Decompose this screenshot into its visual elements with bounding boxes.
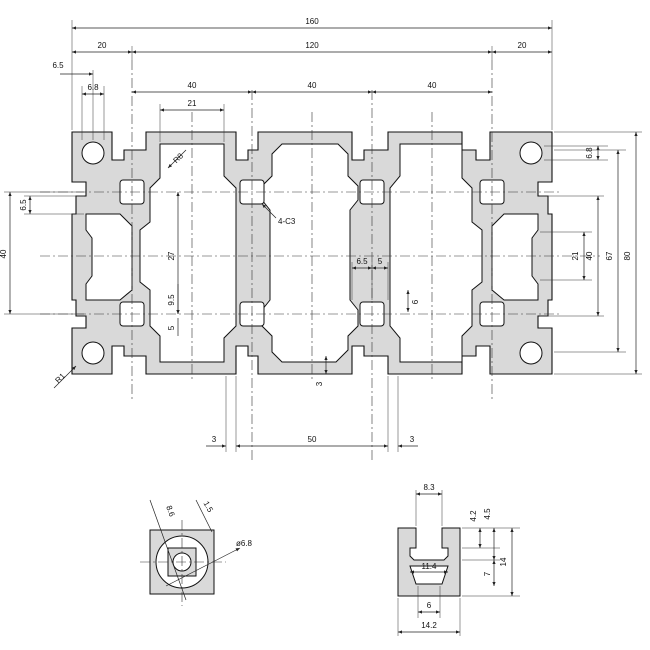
dim-radius-r1: R1 — [53, 371, 67, 385]
dim-right-67: 67 — [605, 251, 614, 260]
dim-bottom-3-left: 3 — [212, 435, 217, 444]
dim-pitch-1: 40 — [188, 81, 197, 90]
dim-slot-4-5: 4.5 — [483, 508, 492, 520]
dim-core-6-8: ø6.8 — [236, 539, 253, 548]
main-profile — [40, 60, 600, 460]
dim-slot-4-2: 4.2 — [469, 510, 478, 522]
dim-center-5: 5 — [167, 325, 176, 330]
dim-side-right: 20 — [518, 41, 527, 50]
hole-bottom-right — [519, 341, 543, 365]
dim-center-9-5: 9.5 — [167, 294, 176, 306]
hole-top-right — [519, 141, 543, 165]
hollow-middle — [261, 143, 359, 363]
dim-slot-6: 6 — [427, 601, 432, 610]
hollow-right — [389, 143, 483, 363]
dim-right-21: 21 — [571, 251, 580, 260]
dim-bottom-3-right: 3 — [410, 435, 415, 444]
dim-slot-7: 7 — [483, 571, 492, 576]
dim-chamfer: 4-C3 — [278, 217, 296, 226]
dim-bottom-3-center: 3 — [315, 381, 324, 386]
hole-top-left — [81, 141, 105, 165]
dim-hole-offset: 6.5 — [52, 61, 64, 70]
dim-slot-6: 6 — [411, 299, 420, 304]
dim-right-80: 80 — [623, 251, 632, 260]
main-dimensions: 160 20 120 20 6.5 6.8 40 40 40 21 R8 4-C… — [0, 17, 642, 452]
dim-slot-14: 14 — [499, 557, 508, 566]
dim-slot-5: 5 — [378, 257, 383, 266]
dim-slot-8-3: 8.3 — [423, 483, 435, 492]
dim-hole-dia: 6.8 — [87, 83, 99, 92]
dim-bottom-50: 50 — [308, 435, 317, 444]
left-channel — [85, 213, 133, 301]
dim-left-6-5: 6.5 — [19, 199, 28, 211]
right-channel — [491, 213, 539, 301]
dim-slot-11-4: 11.4 — [422, 562, 438, 571]
dim-slot-14-2: 14.2 — [421, 621, 437, 630]
dim-pitch-2: 40 — [308, 81, 317, 90]
detail-core: 8.6 1.5 ø6.8 — [140, 500, 253, 606]
dim-cavity-width: 21 — [188, 99, 197, 108]
dim-center: 120 — [305, 41, 319, 50]
dim-center-27: 27 — [167, 251, 176, 260]
dim-side-left: 20 — [98, 41, 107, 50]
dim-pitch-3: 40 — [428, 81, 437, 90]
dim-left-40: 40 — [0, 249, 8, 258]
dim-overall-width: 160 — [305, 17, 319, 26]
detail-slot: 8.3 4.2 4.5 11.4 7 14 6 14.2 — [397, 483, 520, 636]
dim-core-8-6: 8.6 — [164, 504, 176, 518]
dim-slot-6-5: 6.5 — [356, 257, 368, 266]
dim-right-6-8: 6.8 — [585, 147, 594, 159]
hollow-left — [139, 143, 237, 363]
dim-core-1-5: 1.5 — [201, 500, 215, 515]
hole-bottom-left — [81, 341, 105, 365]
dim-right-40: 40 — [585, 251, 594, 260]
